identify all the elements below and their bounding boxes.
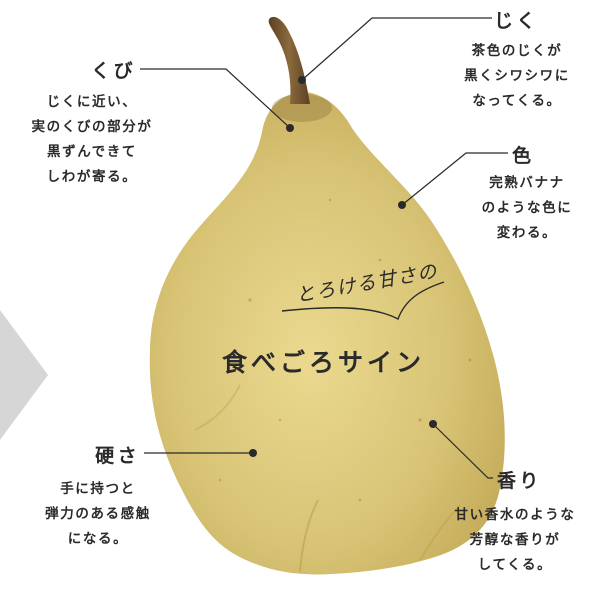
marker-dot-firmness <box>249 449 257 457</box>
pear-body <box>149 92 505 575</box>
tagline-brace <box>281 281 445 320</box>
callout-firmness-heading: 硬さ <box>95 445 140 467</box>
callout-aroma-line: してくる。 <box>477 557 553 573</box>
callout-neck-line: 黒ずんできて <box>46 144 138 160</box>
callout-firmness-text: 手に持つと 弾力のある感触 になる。 <box>8 477 188 552</box>
callout-aroma-text: 甘い香水のような 芳醇な香りが してくる。 <box>420 503 610 578</box>
callout-neck-line: 実のくびの部分が <box>31 119 153 135</box>
callout-stem-line: なってくる。 <box>472 93 562 109</box>
callout-stem-text: 茶色のじくが 黒くシワシワに なってくる。 <box>432 39 602 114</box>
marker-dot-color <box>398 201 406 209</box>
callout-neck-line: じくに近い、 <box>46 94 138 110</box>
leader-line-neck <box>140 68 291 129</box>
callout-color-line: 変わる。 <box>496 225 558 241</box>
callout-color-line: のような色に <box>481 200 573 216</box>
marker-dot-neck <box>286 124 294 132</box>
callout-neck-line: しわが寄る。 <box>46 169 138 185</box>
callout-stem-line: 黒くシワシワに <box>464 68 570 84</box>
callout-firmness-line: 手に持つと <box>60 481 136 497</box>
callout-aroma-heading: 香り <box>497 470 542 492</box>
leader-line-stem <box>301 17 492 81</box>
callout-stem-heading: じく <box>494 10 539 32</box>
main-title: 食べごろサイン <box>222 348 426 377</box>
callout-color-heading: 色 <box>512 145 535 167</box>
callout-color-line: 完熟バナナ <box>489 175 565 191</box>
callout-firmness-line: 弾力のある感触 <box>45 506 151 522</box>
callout-stem-line: 茶色のじくが <box>471 43 563 59</box>
marker-dot-stem <box>298 76 306 84</box>
callout-firmness-line: になる。 <box>67 531 129 547</box>
leader-line-color <box>401 152 508 206</box>
callout-aroma-line: 芳醇な香りが <box>469 532 561 548</box>
marker-dot-aroma <box>429 420 437 428</box>
leader-line-aroma <box>432 423 493 479</box>
callout-aroma-line: 甘い香水のような <box>454 507 576 523</box>
callout-neck-heading: くび <box>91 60 136 82</box>
callout-neck-text: じくに近い、 実のくびの部分が 黒ずんできて しわが寄る。 <box>2 90 182 190</box>
callout-color-text: 完熟バナナ のような色に 変わる。 <box>452 171 602 246</box>
